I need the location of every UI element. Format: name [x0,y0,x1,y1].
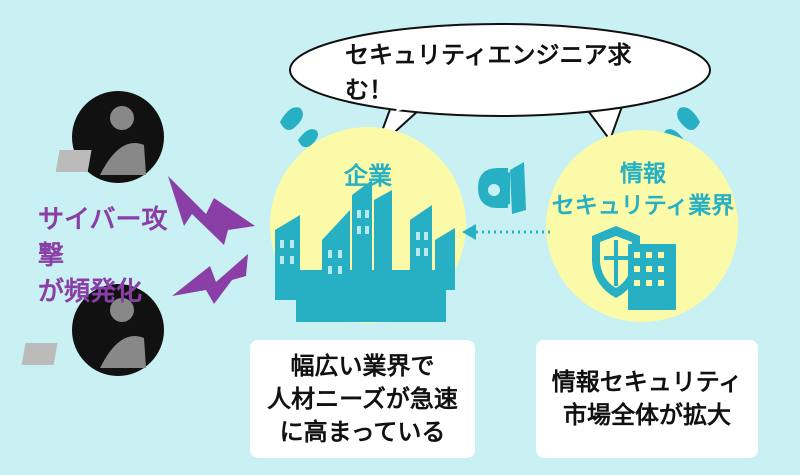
building-icon [628,244,676,310]
company-caption: 幅広い業界で 人材ニーズが急速 に高まっている [250,340,475,458]
company-caption-line-3: に高まっている [279,417,446,446]
city-skyline-icon [275,180,455,322]
speech-text: セキュリティエンジニア求む！ [345,41,632,104]
company-title: 企業 [344,162,392,190]
attack-line-2: が頻発化 [38,277,143,307]
hacker-icon [21,284,164,376]
lightning-bolt-icon [168,176,255,245]
security-circle [546,130,738,322]
company-caption-line-2: 人材ニーズが急速 [267,384,458,413]
arrow-head [462,224,476,240]
hacker-icon [55,91,164,183]
server-icon [478,162,526,214]
security-title-line-1: 情報 [620,161,666,187]
company-caption-line-1: 幅広い業界で [290,351,435,380]
security-caption-line-1: 情報セキュリティ [551,368,743,396]
security-title-line-2: セキュリティ業界 [551,193,735,219]
security-title: 情報 セキュリティ業界 [548,158,738,222]
attack-label: サイバー攻撃 が頻発化 [38,202,188,310]
security-caption: 情報セキュリティ 市場全体が拡大 [536,340,758,458]
attack-line-1: サイバー攻撃 [38,205,168,271]
security-caption-line-2: 市場全体が拡大 [563,401,731,429]
lightning-bolt-icon [172,254,248,304]
